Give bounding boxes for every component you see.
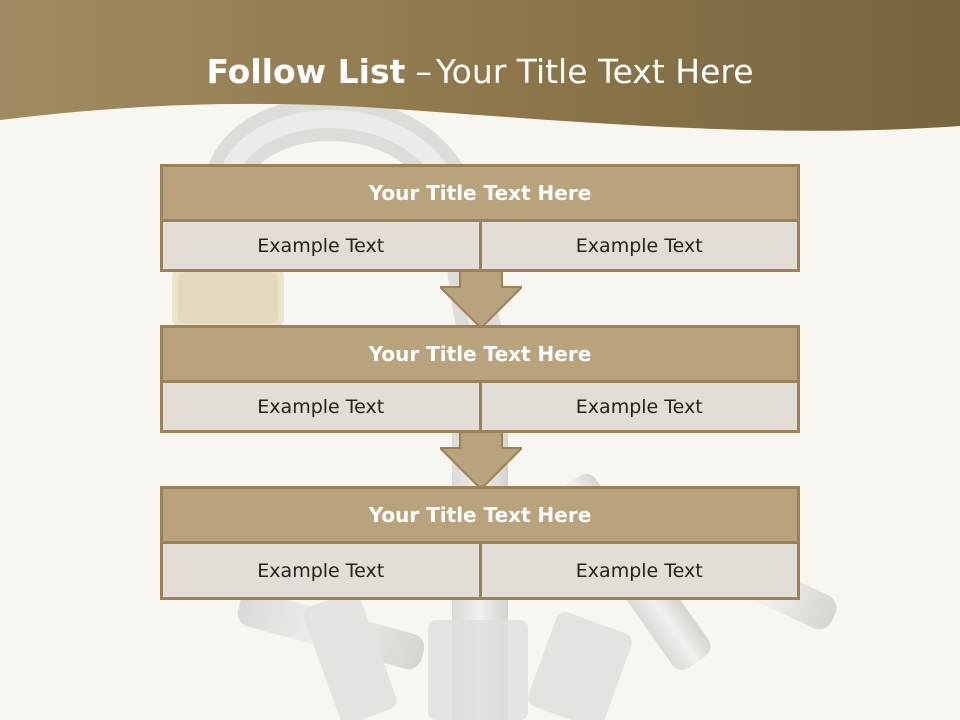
step-right-text: Example Text <box>478 544 798 597</box>
step-box-2: Your Title Text Here Example Text Exampl… <box>160 325 800 433</box>
step-left-text: Example Text <box>257 395 385 418</box>
step-title: Your Title Text Here <box>160 325 800 383</box>
step-right-text: Example Text <box>478 383 798 430</box>
step-box-3: Your Title Text Here Example Text Exampl… <box>160 486 800 600</box>
step-left-text: Example Text <box>257 559 385 582</box>
step-row: Example Text Example Text <box>160 544 800 600</box>
down-arrow-icon <box>440 271 522 329</box>
step-box-1: Your Title Text Here Example Text Exampl… <box>160 164 800 272</box>
step-right-text: Example Text <box>478 222 798 269</box>
step-left-text: Example Text <box>257 234 385 257</box>
slide-title: Follow List–Your Title Text Here <box>0 52 960 91</box>
step-row: Example Text Example Text <box>160 383 800 433</box>
title-separator: – <box>415 52 432 91</box>
step-title: Your Title Text Here <box>160 164 800 222</box>
title-subtitle: Your Title Text Here <box>435 52 754 91</box>
down-arrow-icon <box>440 432 522 490</box>
title-main: Follow List <box>206 52 406 91</box>
step-title: Your Title Text Here <box>160 486 800 544</box>
step-row: Example Text Example Text <box>160 222 800 272</box>
